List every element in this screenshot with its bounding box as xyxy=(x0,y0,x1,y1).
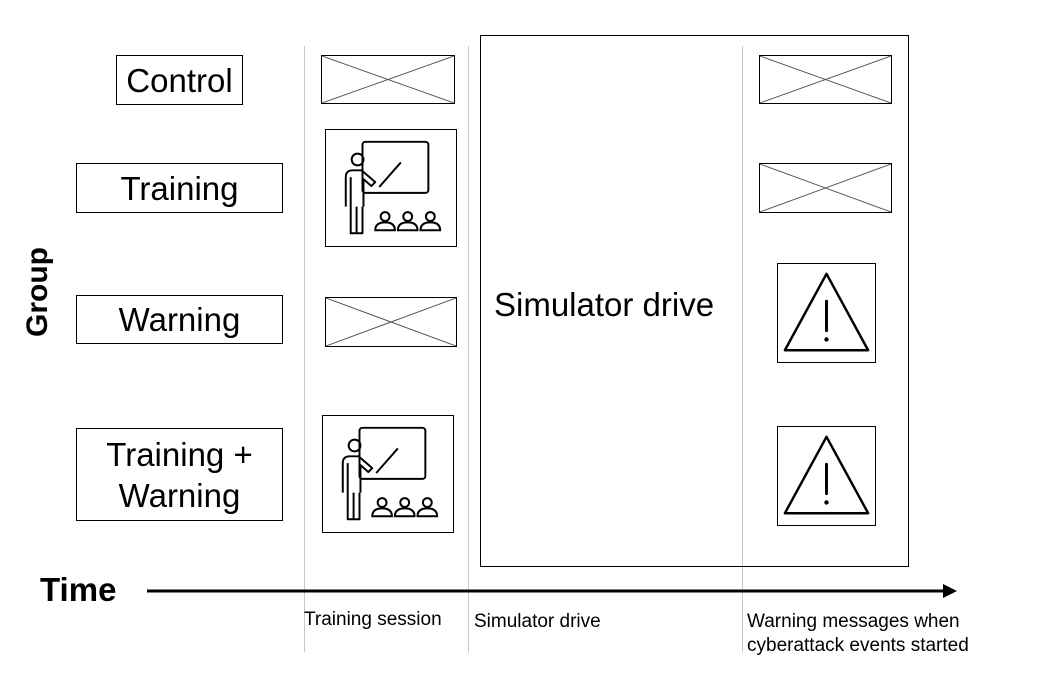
training-presentation-training xyxy=(325,129,457,247)
empty-cross-icon xyxy=(760,164,891,212)
empty-cross-icon xyxy=(760,56,891,103)
group-warning: Warning xyxy=(76,295,283,344)
warning-icon-training-warning xyxy=(777,426,876,526)
presentation-icon xyxy=(341,426,439,521)
presentation-icon xyxy=(344,140,442,235)
group-control: Control xyxy=(116,55,243,105)
training-none-control xyxy=(321,55,455,104)
group-training-warning: Training + Warning xyxy=(76,428,283,521)
time-axis-label: Time xyxy=(40,571,117,608)
phase-label-training: Training session xyxy=(304,609,442,630)
simulator-drive-label: Simulator drive xyxy=(494,286,715,323)
warning-none-training xyxy=(759,163,892,213)
time-arrow xyxy=(147,584,957,598)
empty-cross-icon xyxy=(322,56,454,103)
warning-start-divider xyxy=(742,46,743,652)
warning-icon-warning xyxy=(777,263,876,363)
empty-cross-icon xyxy=(326,298,456,346)
phase-label-warning-line2: cyberattack events started xyxy=(747,635,969,656)
training-presentation-training-warning xyxy=(322,415,454,533)
warning-icon xyxy=(783,272,870,352)
phase-label-warning-line1: Warning messages when xyxy=(747,611,960,632)
group-training-warning-line1: Training + xyxy=(106,435,253,473)
warning-none-control xyxy=(759,55,892,104)
training-start-divider xyxy=(304,46,305,652)
phase-label-warning: Warning messages when cyberattack events… xyxy=(747,610,969,658)
group-axis-label: Group xyxy=(21,247,54,337)
simulator-drive-box xyxy=(480,35,909,567)
training-none-warning xyxy=(325,297,457,347)
group-training-warning-line2: Warning xyxy=(118,476,241,514)
phase-label-simulator: Simulator drive xyxy=(474,611,601,632)
warning-icon xyxy=(783,435,870,515)
group-training: Training xyxy=(76,163,283,213)
simulator-start-divider xyxy=(468,46,469,652)
